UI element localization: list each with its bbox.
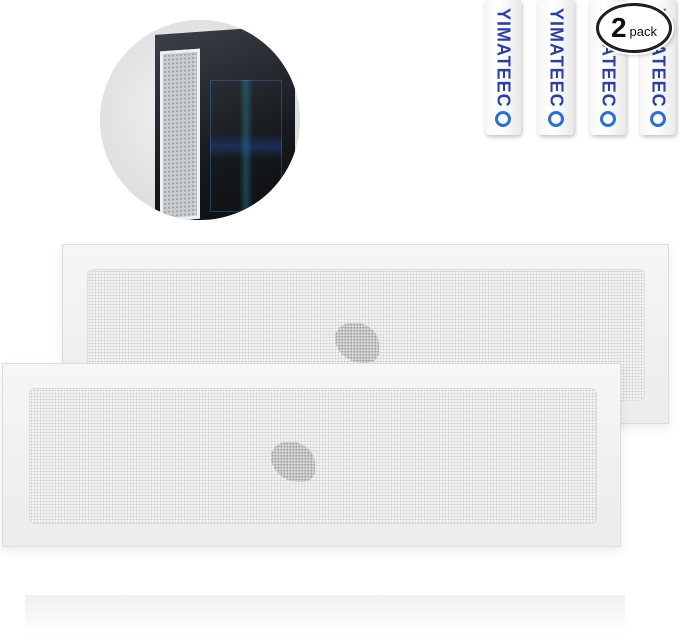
brand-g-logo-icon (600, 111, 616, 127)
case-interior-glow (210, 80, 282, 212)
brand-g-logo-icon (495, 111, 511, 127)
installed-dust-filter (160, 48, 200, 220)
magnetic-strip: YIMATEEC (485, 0, 521, 135)
panel-reflection (25, 595, 625, 635)
pc-case-inset-photo (100, 20, 300, 220)
pack-count-number: 2 (610, 12, 627, 43)
magnetic-strip: YIMATEEC (538, 0, 574, 135)
brand-g-logo-icon (548, 111, 564, 127)
pack-count-badge: 2 pack (596, 3, 672, 53)
pack-count-word: pack (629, 23, 658, 39)
strip-brand-text: YIMATEEC (493, 8, 514, 108)
strip-brand-text: YIMATEEC (546, 8, 567, 108)
filter-mesh (29, 388, 597, 524)
dust-filter-panel-front (2, 363, 621, 547)
brand-g-logo-icon (650, 111, 666, 127)
